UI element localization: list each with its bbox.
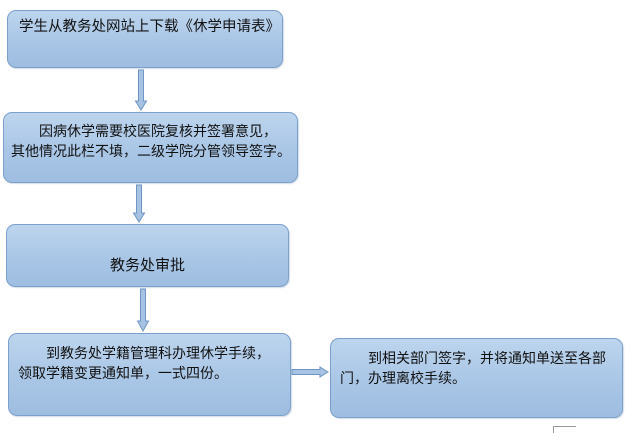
step2-text-line1: 因病休学需要校医院复核并签署意见， — [39, 124, 277, 140]
flow-step-registration-procedure: 到教务处学籍管理科办理休学手续， 领取学籍变更通知单，一式四份。 — [8, 333, 291, 416]
step4-text-line2: 领取学籍变更通知单，一式四份。 — [18, 366, 228, 382]
step4-text-line1: 到教务处学籍管理科办理休学手续， — [46, 346, 270, 362]
flow-step-academic-office-approval: 教务处审批 — [6, 224, 289, 287]
arrow-step4-to-step5 — [291, 366, 329, 378]
flow-step-download-form: 学生从教务处网站上下载《休学申请表》 — [7, 10, 283, 68]
flow-step-medical-review: 因病休学需要校医院复核并签署意见， 其他情况此栏不填，二级学院分管领导签字。 — [3, 112, 298, 183]
arrow-step2-to-step3 — [132, 184, 146, 223]
step3-text: 教务处审批 — [109, 256, 185, 274]
arrow-step3-to-step4 — [136, 288, 150, 333]
flow-step-department-signoff: 到相关部门签字，并将通知单送至各部 门，办理离校手续。 — [330, 338, 623, 418]
step5-text-line2: 门，办理离校手续。 — [340, 371, 466, 387]
arrow-step1-to-step2 — [134, 69, 148, 111]
step5-text-line1: 到相关部门签字，并将通知单送至各部 — [368, 351, 606, 367]
page-corner-mark — [553, 426, 576, 433]
step1-text: 学生从教务处网站上下载《休学申请表》 — [19, 19, 280, 35]
step2-text-line2: 其他情况此栏不填，二级学院分管领导签字。 — [11, 144, 291, 160]
